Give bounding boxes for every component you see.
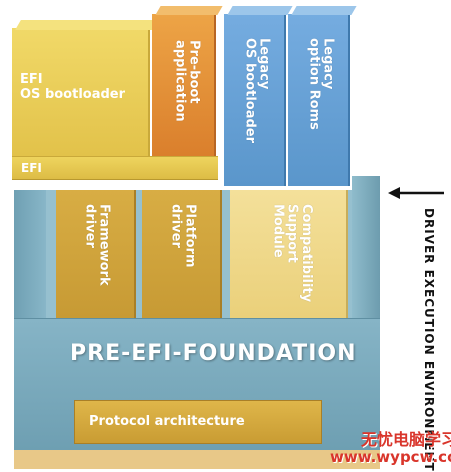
- platform-line1: Platform: [182, 204, 198, 268]
- foundation-base: [14, 450, 380, 469]
- protocol-architecture-bar: Protocol architecture: [74, 400, 322, 444]
- driver-execution-environment-label: DRIVER EXECUTION ENVIRONMENT: [422, 208, 436, 472]
- csm-line1: Compatibility: [298, 204, 314, 303]
- efi-os-bootloader-block: EFI OS bootloader: [12, 28, 150, 156]
- efi-os-bootloader-top-face: [15, 20, 159, 30]
- pre-boot-top-face: [155, 6, 223, 15]
- legacy-os-line2: OS bootloader: [242, 38, 258, 144]
- legacy-os-line1: Legacy: [256, 38, 272, 90]
- legacy-roms-top-face: [291, 6, 357, 15]
- watermark: 无忧电脑学习网 www.wypcw.com: [330, 426, 451, 466]
- platform-line2: driver: [168, 204, 184, 248]
- legacy-os-top-face: [227, 6, 293, 15]
- legacy-os-bootloader-block: Legacy OS bootloader: [224, 14, 286, 186]
- efi-bar-label: EFI: [21, 161, 42, 175]
- protocol-architecture-label: Protocol architecture: [89, 414, 245, 429]
- framework-line2: driver: [82, 204, 98, 248]
- platform-driver-block: Platform driver: [142, 190, 222, 318]
- pre-boot-line2: application: [172, 40, 188, 122]
- csm-line3: Module: [270, 204, 286, 258]
- legacy-option-roms-block: Legacy option Roms: [288, 14, 350, 186]
- efi-os-bootloader-line1: EFI: [20, 72, 43, 87]
- legacy-roms-line2: option Roms: [306, 38, 322, 130]
- arrow-left-icon: [388, 187, 444, 199]
- csm-line2: Support: [284, 204, 300, 263]
- framework-driver-block: Framework driver: [56, 190, 136, 318]
- framework-line1: Framework: [96, 204, 112, 286]
- pre-boot-line1: Pre-boot: [186, 40, 202, 104]
- legacy-roms-line1: Legacy: [320, 38, 336, 90]
- pre-efi-foundation-title: PRE-EFI-FOUNDATION: [70, 341, 357, 366]
- compatibility-support-module-block: Compatibility Support Module: [230, 190, 348, 318]
- pre-boot-application-block: Pre-boot application: [152, 14, 216, 156]
- efi-bar: EFI: [12, 156, 218, 180]
- efi-os-bootloader-line2: OS bootloader: [20, 86, 126, 102]
- watermark-line1: 无忧电脑学习网: [360, 430, 451, 449]
- watermark-line2: www.wypcw.com: [330, 448, 451, 466]
